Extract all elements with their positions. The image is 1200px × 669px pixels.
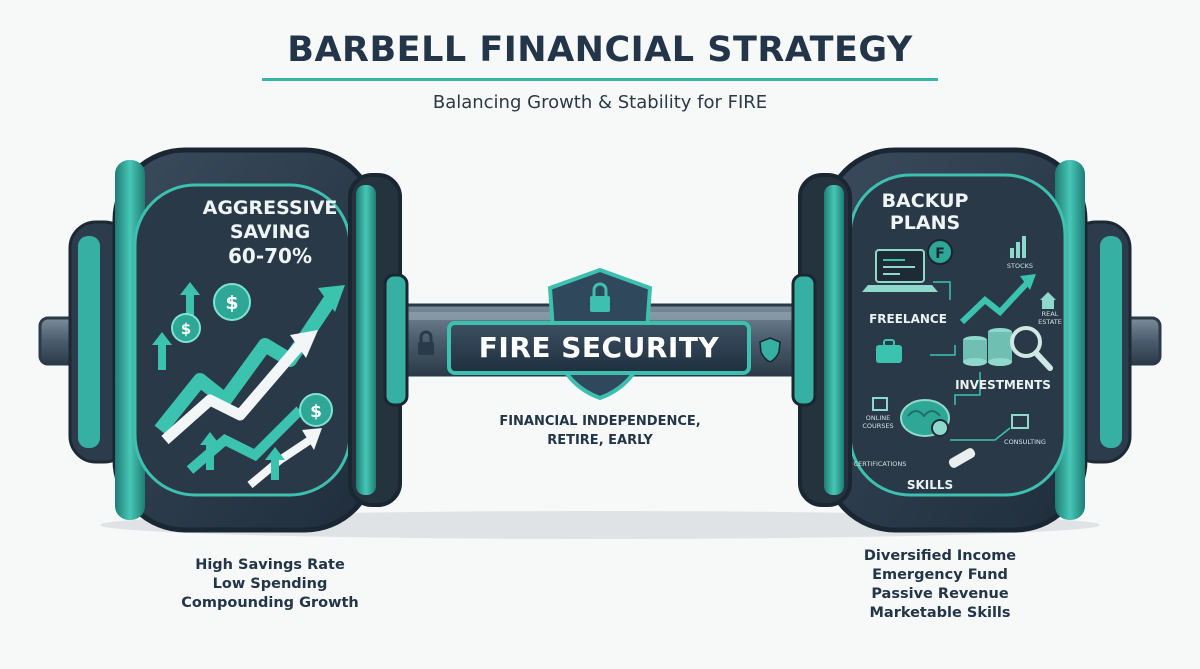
- real-estate-label: REAL ESTATE: [1034, 310, 1066, 326]
- fire-definition: FINANCIAL INDEPENDENCE, RETIRE, EARLY: [450, 412, 750, 450]
- left-plate-heading: AGGRESSIVE SAVING 60-70%: [175, 196, 365, 268]
- left-inner-collar-ring: [356, 185, 376, 495]
- right-caption: Diversified Income Emergency Fund Passiv…: [810, 547, 1070, 623]
- real-estate-line1: REAL: [1041, 310, 1059, 318]
- title-underline: [262, 78, 938, 81]
- consulting-doc-icon: [1011, 414, 1029, 429]
- right-caption-line: Passive Revenue: [871, 586, 1009, 602]
- fire-definition-line1: FINANCIAL INDEPENDENCE,: [499, 414, 701, 429]
- online-courses-line2: COURSES: [862, 422, 894, 430]
- real-estate-line2: ESTATE: [1038, 318, 1062, 326]
- online-courses-label: ONLINE COURSES: [858, 414, 898, 430]
- page-subtitle: Balancing Growth & Stability for FIRE: [432, 92, 768, 113]
- left-caption-line: Low Spending: [212, 576, 328, 592]
- left-outer-collar-ring: [78, 236, 100, 448]
- padlock-icon: [418, 330, 434, 355]
- shield-icon: [759, 337, 781, 363]
- right-caption-line: Diversified Income: [863, 548, 1017, 564]
- right-heading-line1: BACKUP: [881, 190, 969, 212]
- fire-security-badge: [447, 321, 751, 375]
- investment-arrow-icon: [959, 274, 1036, 325]
- fire-security-label: FIRE SECURITY: [478, 331, 720, 364]
- stocks-label: STOCKS: [1006, 262, 1034, 270]
- freelance-badge-icon: F: [927, 239, 953, 265]
- dollar-coin-icon: $ $ $: [171, 283, 333, 427]
- fire-definition-line2: RETIRE, EARLY: [547, 433, 653, 448]
- laptop-icon: [862, 249, 938, 292]
- right-caption-line: Emergency Fund: [872, 567, 1008, 583]
- svg-text:F: F: [935, 246, 945, 262]
- certifications-label: CERTIFICATIONS: [853, 460, 907, 468]
- right-outer-collar-ring: [1100, 236, 1122, 448]
- coin-stack-icon: [963, 328, 1012, 366]
- svg-text:$: $: [310, 402, 322, 422]
- left-heading-line1: AGGRESSIVE: [202, 197, 338, 219]
- briefcase-icon: [876, 339, 902, 363]
- skills-label: SKILLS: [906, 478, 954, 492]
- house-icon: [1040, 292, 1056, 309]
- book-icon: [872, 397, 888, 411]
- right-heading-line2: PLANS: [889, 212, 961, 234]
- brain-gear-icon: [900, 399, 950, 437]
- right-caption-line: Marketable Skills: [869, 605, 1011, 621]
- up-arrow-icon: [152, 282, 285, 480]
- svg-text:$: $: [225, 292, 238, 314]
- right-stop-collar: [791, 273, 817, 407]
- left-caption-line: Compounding Growth: [181, 595, 359, 611]
- left-stop-collar: [383, 273, 409, 407]
- left-caption: High Savings Rate Low Spending Compoundi…: [150, 556, 390, 613]
- right-inner-collar-ring: [824, 185, 844, 495]
- bar-chart-icon: [1010, 236, 1026, 258]
- connector-lines: [930, 281, 1011, 441]
- left-heading-line2: SAVING: [229, 221, 311, 243]
- magnifier-icon: [1010, 326, 1053, 371]
- left-heading-percent: 60-70%: [227, 244, 312, 268]
- consulting-label: CONSULTING: [1004, 438, 1046, 446]
- left-caption-line: High Savings Rate: [195, 557, 345, 573]
- online-courses-line1: ONLINE: [865, 414, 891, 422]
- floor-shadow: [100, 511, 1100, 539]
- diploma-icon: [948, 448, 976, 468]
- page-title: BARBELL FINANCIAL STRATEGY: [287, 30, 913, 70]
- freelance-label: FREELANCE: [869, 312, 947, 326]
- svg-text:$: $: [181, 320, 191, 338]
- right-plate-heading: BACKUP PLANS: [855, 190, 995, 234]
- investments-label: INVESTMENTS: [955, 378, 1051, 392]
